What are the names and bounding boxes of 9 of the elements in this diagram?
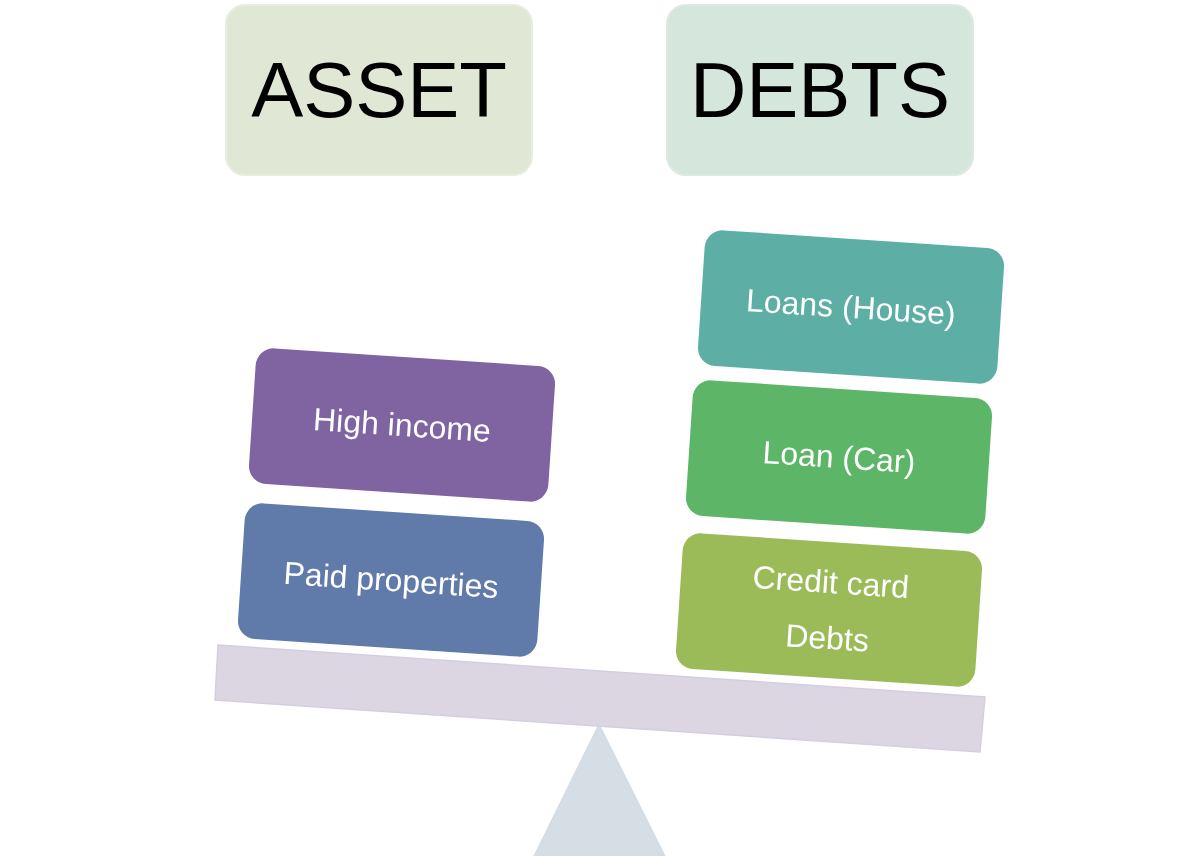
- debt-label: Loans (House): [744, 281, 958, 334]
- category-heading: DEBTS: [689, 51, 951, 129]
- debt-label: Credit card Debts: [750, 557, 912, 661]
- category-heading: ASSET: [251, 51, 507, 129]
- category-box: [666, 4, 974, 176]
- asset-label: Paid properties: [281, 553, 501, 608]
- asset-label: High income: [311, 400, 493, 451]
- debt-label: Loan (Car): [760, 432, 918, 483]
- category-box: [225, 4, 533, 176]
